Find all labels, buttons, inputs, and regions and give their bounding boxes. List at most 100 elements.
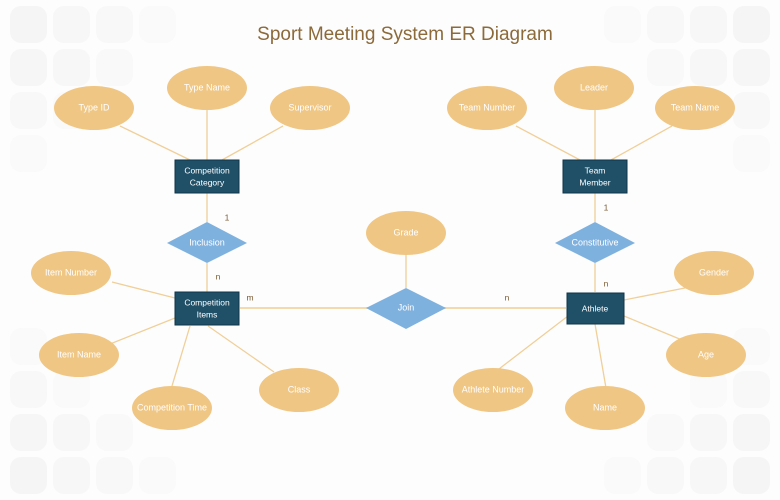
- background-tile: [690, 371, 727, 408]
- attribute-label: Class: [288, 384, 311, 394]
- background-tile: [139, 457, 176, 494]
- attribute-label: Type ID: [78, 102, 110, 112]
- relationship-label: Join: [398, 302, 415, 312]
- background-tile: [10, 6, 47, 43]
- background-tile: [690, 414, 727, 451]
- connector-competition-time: [171, 325, 191, 387]
- relationship-label: Constitutive: [571, 237, 618, 247]
- background-tile: [10, 414, 47, 451]
- cardinality-category-inclusion: 1: [225, 212, 230, 222]
- attribute-leader[interactable]: Leader: [554, 66, 634, 110]
- connectors: [104, 108, 691, 389]
- relationship-inclusion[interactable]: Inclusion: [167, 222, 247, 263]
- attribute-label: Team Number: [459, 102, 516, 112]
- background-tile: [733, 49, 770, 86]
- connector-athlete-number: [494, 315, 569, 373]
- background-tile: [53, 6, 90, 43]
- attribute-team-name[interactable]: Team Name: [655, 86, 735, 130]
- background-tile: [10, 92, 47, 129]
- attribute-grade[interactable]: Grade: [366, 211, 446, 255]
- connector-class: [207, 325, 275, 373]
- relationship-label: Inclusion: [189, 237, 225, 247]
- background-tile: [733, 371, 770, 408]
- connector-name: [594, 323, 607, 389]
- entity-label: Category: [190, 177, 225, 187]
- connector-gender: [623, 286, 691, 301]
- attribute-age[interactable]: Age: [666, 333, 746, 377]
- attribute-label: Gender: [699, 267, 729, 277]
- background-tile: [96, 414, 133, 451]
- attribute-label: Athlete Number: [462, 384, 525, 394]
- attribute-supervisor[interactable]: Supervisor: [270, 86, 350, 130]
- attribute-label: Supervisor: [288, 102, 331, 112]
- connector-item-name: [104, 317, 176, 347]
- background-tile: [53, 414, 90, 451]
- background-tile: [647, 49, 684, 86]
- entity-label: Items: [197, 309, 218, 319]
- attribute-label: Item Number: [45, 267, 97, 277]
- relationship-join[interactable]: Join: [366, 288, 446, 329]
- connector-type-id: [119, 125, 191, 161]
- entity-label: Member: [579, 177, 610, 187]
- entity-competition-category[interactable]: Competition Category: [174, 159, 240, 194]
- background-tile: [690, 49, 727, 86]
- cardinality-inclusion-items: n: [216, 271, 221, 281]
- attribute-type-id[interactable]: Type ID: [54, 86, 134, 130]
- attribute-competition-time[interactable]: Competition Time: [132, 386, 212, 430]
- attribute-label: Name: [593, 402, 617, 412]
- entity-label: Competition: [184, 297, 230, 307]
- background-tile: [647, 414, 684, 451]
- entity-team-member[interactable]: Team Member: [562, 159, 628, 194]
- connector-team-name: [610, 125, 673, 161]
- connector-supervisor: [221, 125, 284, 161]
- attribute-gender[interactable]: Gender: [674, 251, 754, 295]
- relationship-constitutive[interactable]: Constitutive: [555, 222, 635, 263]
- attribute-item-name[interactable]: Item Name: [39, 333, 119, 377]
- cardinality-team-constitutive: 1: [604, 202, 609, 212]
- background-tile: [53, 371, 90, 408]
- connector-team-number: [515, 125, 581, 161]
- background-tile: [690, 6, 727, 43]
- entity-label: Athlete: [582, 303, 609, 313]
- attribute-athlete-number[interactable]: Athlete Number: [453, 368, 533, 412]
- background-tile: [96, 6, 133, 43]
- entity-label: Team: [585, 165, 606, 175]
- background-tile: [53, 457, 90, 494]
- attribute-label: Age: [698, 349, 714, 359]
- background-tile: [733, 135, 770, 172]
- background-tile: [96, 457, 133, 494]
- background-tile: [96, 49, 133, 86]
- background-tile: [10, 371, 47, 408]
- background-tile: [604, 457, 641, 494]
- background-tile: [690, 457, 727, 494]
- background-tile: [604, 6, 641, 43]
- background-tile: [647, 457, 684, 494]
- background-tile: [733, 92, 770, 129]
- attribute-name[interactable]: Name: [565, 386, 645, 430]
- background-tile: [733, 457, 770, 494]
- attribute-class[interactable]: Class: [259, 368, 339, 412]
- entity-label: Competition: [184, 165, 230, 175]
- background-tile: [733, 6, 770, 43]
- attribute-label: Leader: [580, 82, 608, 92]
- background-tile: [10, 49, 47, 86]
- cardinality-constitutive-athlete: n: [604, 278, 609, 288]
- background-tile: [10, 328, 47, 365]
- attribute-label: Competition Time: [137, 402, 207, 412]
- background-tile: [10, 135, 47, 172]
- background-tile: [733, 414, 770, 451]
- attribute-item-number[interactable]: Item Number: [31, 251, 111, 295]
- background-tile: [139, 6, 176, 43]
- attribute-label: Grade: [393, 227, 418, 237]
- attribute-label: Team Name: [671, 102, 720, 112]
- connector-age: [623, 315, 683, 341]
- cardinality-join-athlete: n: [505, 292, 510, 302]
- attribute-type-name[interactable]: Type Name: [167, 66, 247, 110]
- entity-competition-items[interactable]: Competition Items: [174, 291, 240, 326]
- attribute-team-number[interactable]: Team Number: [447, 86, 527, 130]
- attribute-label: Item Name: [57, 349, 101, 359]
- entity-athlete[interactable]: Athlete: [566, 292, 625, 325]
- cardinality-items-join: m: [246, 292, 253, 302]
- background-tile: [53, 49, 90, 86]
- background-tile: [10, 457, 47, 494]
